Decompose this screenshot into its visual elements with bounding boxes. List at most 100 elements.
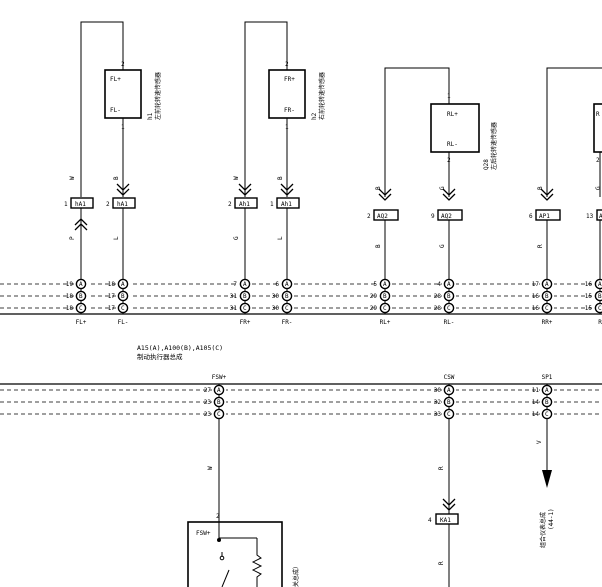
terminal-circle bbox=[379, 278, 391, 290]
terminal-circle bbox=[541, 384, 553, 396]
svg-text:A15(A),A100(B),A105(C): A15(A),A100(B),A105(C) bbox=[137, 344, 223, 352]
terminal-letter: A bbox=[383, 281, 387, 288]
terminal-signal: FL+ bbox=[76, 319, 87, 326]
terminal-circle bbox=[239, 290, 251, 302]
actuator-label: A15(A),A100(B),A105(C) 制动执行器总成 bbox=[137, 344, 223, 361]
svg-text:B: B bbox=[113, 176, 120, 180]
vertical-wires bbox=[80, 208, 601, 278]
terminal-letter: B bbox=[545, 293, 549, 300]
svg-text:1: 1 bbox=[64, 201, 68, 208]
terminal-circle bbox=[443, 278, 455, 290]
terminal-pin: 29 bbox=[370, 305, 378, 312]
wire-color-labels-lower: P L G L B G R bbox=[69, 236, 544, 248]
svg-text:B: B bbox=[375, 244, 382, 248]
terminal-circle bbox=[213, 408, 225, 420]
terminal-circle bbox=[239, 302, 251, 314]
terminal-signal: RR+ bbox=[542, 319, 553, 326]
terminal-letter: C bbox=[545, 305, 549, 312]
svg-text:B: B bbox=[375, 186, 382, 190]
terminal-pin: 18 bbox=[66, 293, 74, 300]
svg-text:hA1: hA1 bbox=[117, 201, 128, 208]
svg-text:G: G bbox=[233, 236, 240, 240]
terminal-letter: C bbox=[598, 305, 602, 312]
svg-text:FL+: FL+ bbox=[110, 76, 121, 83]
svg-text:Ah1: Ah1 bbox=[239, 201, 250, 208]
svg-text:R: R bbox=[438, 561, 445, 565]
terminal-pin: 6 bbox=[275, 281, 279, 288]
terminal-letter: B bbox=[545, 399, 549, 406]
terminal-pin: 15 bbox=[585, 305, 593, 312]
terminal-circle bbox=[117, 302, 129, 314]
wire-color-labels: W B W B B G B G bbox=[69, 176, 602, 190]
terminal-letter: A bbox=[447, 281, 451, 288]
svg-text:6: 6 bbox=[529, 213, 533, 220]
terminal-circle bbox=[541, 278, 553, 290]
terminal-signal: CSW bbox=[444, 374, 455, 381]
terminal-letter: B bbox=[121, 293, 125, 300]
terminal-pin: 18 bbox=[108, 281, 116, 288]
svg-text:2: 2 bbox=[121, 61, 125, 68]
terminal-letter: B bbox=[447, 399, 451, 406]
terminal-circle bbox=[541, 302, 553, 314]
svg-text:V: V bbox=[536, 440, 543, 444]
svg-text:G: G bbox=[439, 186, 446, 190]
terminal-letter: A bbox=[217, 387, 221, 394]
terminal-circle bbox=[281, 290, 293, 302]
terminal-circle bbox=[117, 290, 129, 302]
terminal-circle bbox=[281, 278, 293, 290]
svg-text:h2: h2 bbox=[311, 112, 318, 120]
svg-text:1: 1 bbox=[270, 201, 274, 208]
terminal-letter: B bbox=[285, 293, 289, 300]
svg-text:4: 4 bbox=[428, 517, 432, 524]
svg-text:2: 2 bbox=[228, 201, 232, 208]
svg-text:L: L bbox=[113, 236, 120, 240]
terminal-circle bbox=[443, 302, 455, 314]
terminal-pin: 19 bbox=[66, 281, 74, 288]
svg-text:B: B bbox=[537, 186, 544, 190]
csw-branch: R R bbox=[438, 420, 450, 587]
svg-text:A: A bbox=[599, 213, 602, 220]
svg-text:FSW+: FSW+ bbox=[196, 530, 211, 537]
svg-text:FR+: FR+ bbox=[284, 76, 295, 83]
terminal-circle bbox=[75, 278, 87, 290]
terminal-pin: 5 bbox=[373, 281, 377, 288]
terminal-circle bbox=[213, 384, 225, 396]
svg-text:左后轮转速传感器: 左后轮转速传感器 bbox=[490, 122, 498, 170]
terminal-circle bbox=[443, 384, 455, 396]
terminal-letter: A bbox=[598, 281, 602, 288]
svg-text:2: 2 bbox=[285, 61, 289, 68]
terminal-pin: 27 bbox=[204, 387, 212, 394]
terminal-signal: R bbox=[598, 319, 602, 326]
terminal-letter: A bbox=[121, 281, 125, 288]
terminal-circle bbox=[117, 278, 129, 290]
svg-text:AP1: AP1 bbox=[539, 213, 550, 220]
svg-text:P: P bbox=[69, 236, 76, 240]
terminal-circle bbox=[379, 302, 391, 314]
terminal-letter: A bbox=[545, 281, 549, 288]
terminal-circle bbox=[594, 290, 602, 302]
terminal-circle bbox=[594, 278, 602, 290]
terminal-circle bbox=[213, 396, 225, 408]
svg-text:2: 2 bbox=[596, 157, 600, 164]
terminal-circle bbox=[541, 290, 553, 302]
svg-text:FR-: FR- bbox=[284, 107, 295, 114]
terminal-pin: 17 bbox=[108, 305, 116, 312]
terminal-pin: 32 bbox=[434, 399, 442, 406]
terminal-pin: 23 bbox=[204, 399, 212, 406]
terminal-letter: C bbox=[217, 411, 221, 418]
svg-text:Ah1: Ah1 bbox=[281, 201, 292, 208]
svg-text:hA1: hA1 bbox=[75, 201, 86, 208]
terminal-pin: 17 bbox=[532, 281, 540, 288]
svg-text:组合仪表总成: 组合仪表总成 bbox=[539, 512, 547, 548]
terminal-circle bbox=[75, 302, 87, 314]
